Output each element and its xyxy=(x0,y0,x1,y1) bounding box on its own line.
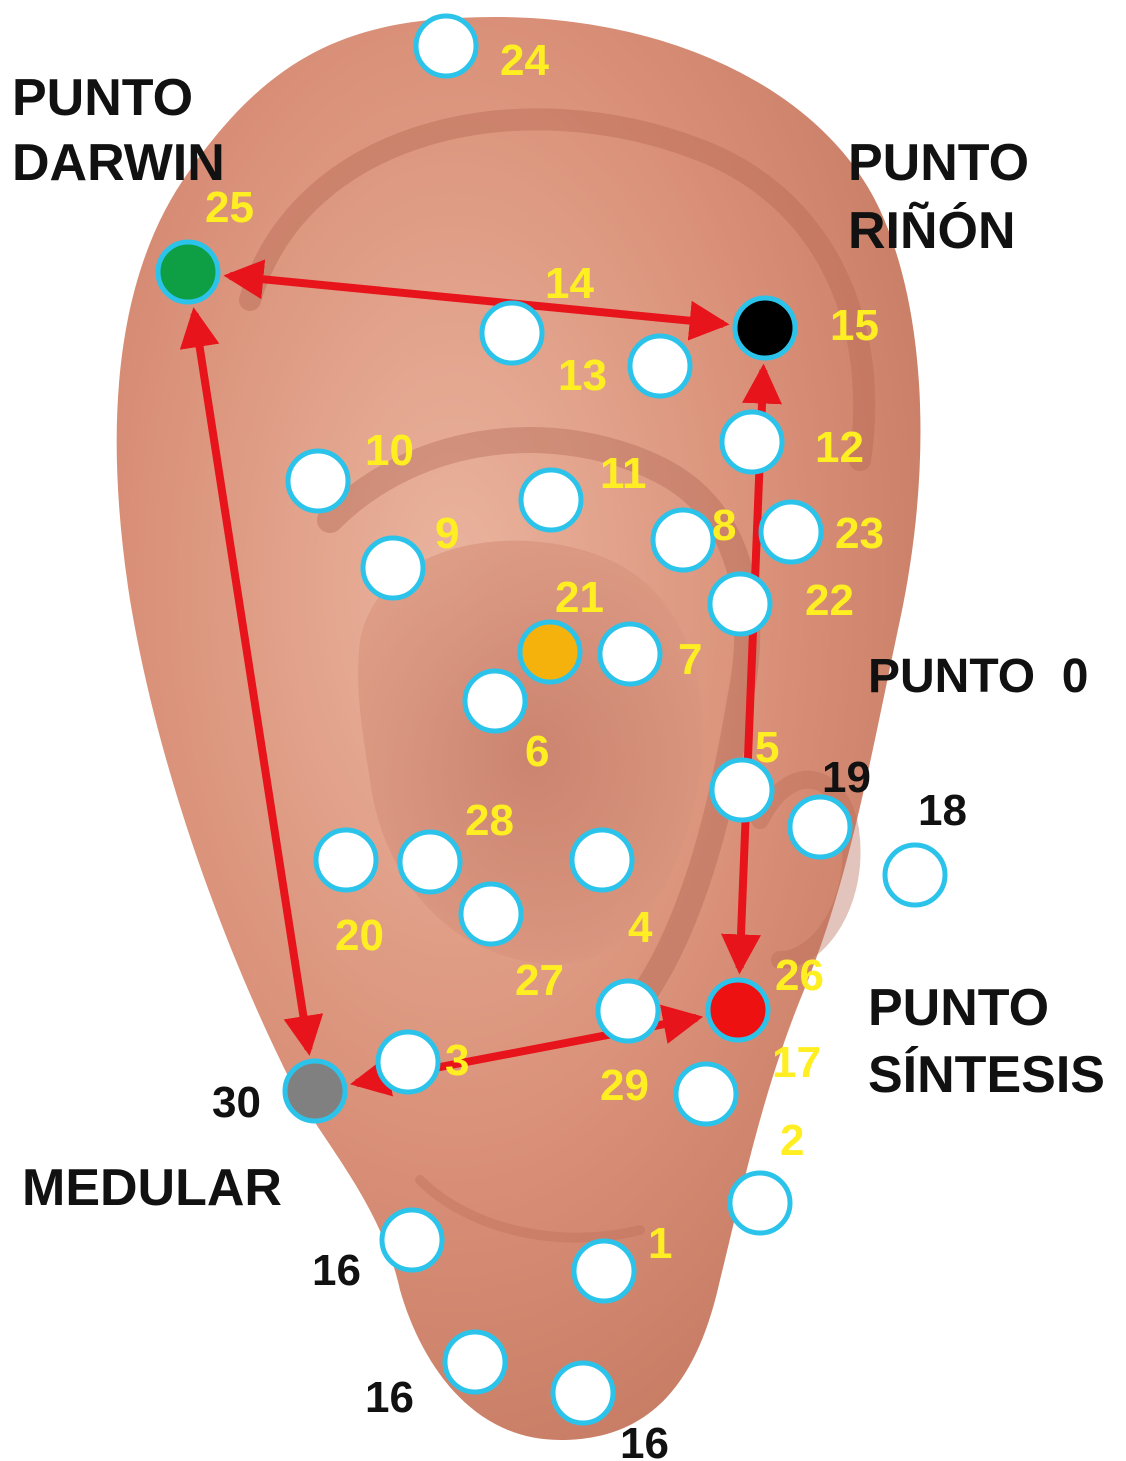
point-number-p8: 8 xyxy=(712,501,736,550)
point-p9 xyxy=(363,538,423,598)
point-p16a xyxy=(382,1210,442,1270)
point-number-p3: 3 xyxy=(445,1036,469,1085)
point-number-p20: 20 xyxy=(335,911,384,960)
point-p1 xyxy=(574,1241,634,1301)
point-number-p17: 17 xyxy=(772,1038,821,1087)
point-p27 xyxy=(461,884,521,944)
point-p8 xyxy=(653,510,713,570)
label-sintesis-line1: PUNTO xyxy=(868,979,1049,1037)
label-darwin-line2: DARWIN xyxy=(12,134,225,192)
point-number-p9: 9 xyxy=(435,509,459,558)
point-p2 xyxy=(730,1173,790,1233)
point-p18 xyxy=(885,845,945,905)
point-p16b xyxy=(445,1332,505,1392)
label-punto-cero: PUNTO 0 xyxy=(868,650,1089,703)
point-number-p14: 14 xyxy=(545,259,594,308)
point-p22 xyxy=(710,574,770,634)
point-p7 xyxy=(600,624,660,684)
point-p23 xyxy=(761,502,821,562)
point-p14 xyxy=(482,303,542,363)
label-darwin-line1: PUNTO xyxy=(12,69,193,127)
point-number-p30: 30 xyxy=(212,1078,261,1127)
point-p4 xyxy=(572,830,632,890)
point-number-p6: 6 xyxy=(525,727,549,776)
point-p28 xyxy=(400,832,460,892)
point-number-p15: 15 xyxy=(830,301,879,350)
point-p17 xyxy=(676,1064,736,1124)
point-p30 xyxy=(285,1061,345,1121)
label-rinon-line2: RIÑÓN xyxy=(848,201,1016,260)
point-p11 xyxy=(521,470,581,530)
point-p10 xyxy=(288,451,348,511)
point-number-p21: 21 xyxy=(555,573,604,622)
point-number-p26: 26 xyxy=(775,951,824,1000)
point-number-p28: 28 xyxy=(465,796,514,845)
point-number-p22: 22 xyxy=(805,576,854,625)
point-p15 xyxy=(735,298,795,358)
point-p12 xyxy=(722,412,782,472)
point-number-p5: 5 xyxy=(755,723,779,772)
point-p26 xyxy=(708,980,768,1040)
point-number-p27: 27 xyxy=(515,956,564,1005)
point-p21 xyxy=(520,622,580,682)
point-p29 xyxy=(598,981,658,1041)
point-number-p7: 7 xyxy=(678,635,702,684)
point-p20 xyxy=(316,830,376,890)
point-number-p16b: 16 xyxy=(365,1373,414,1422)
point-number-p4: 4 xyxy=(628,903,653,952)
point-p3 xyxy=(378,1032,438,1092)
point-number-p13: 13 xyxy=(558,351,607,400)
point-number-p29: 29 xyxy=(600,1061,649,1110)
point-p16c xyxy=(553,1363,613,1423)
point-p19 xyxy=(790,797,850,857)
point-number-p1: 1 xyxy=(648,1219,672,1268)
point-number-p2: 2 xyxy=(780,1116,804,1165)
point-number-p23: 23 xyxy=(835,509,884,558)
point-number-p16c: 16 xyxy=(620,1419,669,1461)
point-number-p12: 12 xyxy=(815,423,864,472)
point-number-p19: 19 xyxy=(822,753,871,802)
point-number-p24: 24 xyxy=(500,36,549,85)
point-p6 xyxy=(465,671,525,731)
point-p24 xyxy=(416,16,476,76)
point-p25 xyxy=(158,242,218,302)
point-number-p11: 11 xyxy=(600,449,647,498)
point-number-p10: 10 xyxy=(365,426,414,475)
point-number-p16a: 16 xyxy=(312,1246,361,1295)
label-medular: MEDULAR xyxy=(22,1159,282,1217)
label-rinon-line1: PUNTO xyxy=(848,134,1029,192)
point-number-p18: 18 xyxy=(918,786,967,835)
point-p13 xyxy=(630,336,690,396)
label-sintesis-line2: SÍNTESIS xyxy=(868,1046,1105,1104)
